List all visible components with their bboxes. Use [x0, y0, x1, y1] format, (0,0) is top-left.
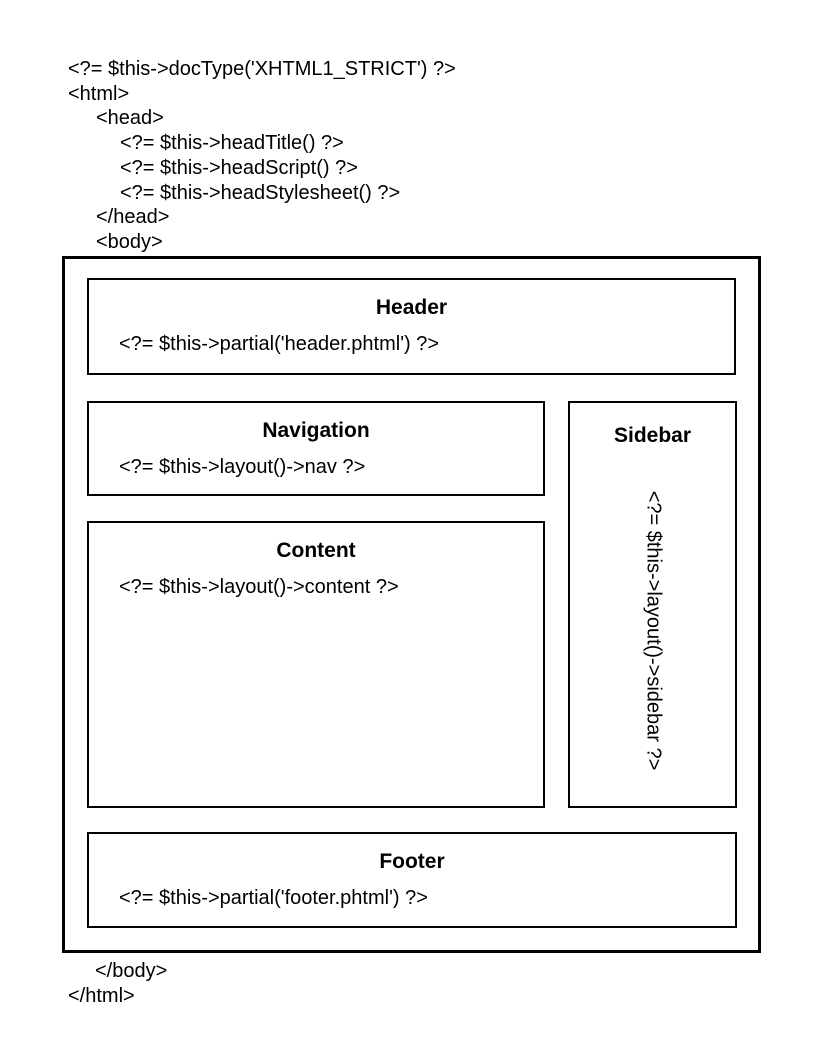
code-line-head-stylesheet: <?= $this->headStylesheet() ?>: [120, 181, 401, 204]
header-section-title: Header: [375, 296, 448, 319]
sidebar-section-code: <?= $this->layout()->sidebar ?>: [642, 490, 665, 771]
content-section-box: Content <?= $this->layout()->content ?>: [87, 521, 545, 808]
sidebar-vertical-text-area: <?= $this->layout()->sidebar ?>: [570, 455, 735, 806]
source-code-foot-block: </body> </html>: [68, 959, 167, 1008]
sidebar-section-box: Sidebar <?= $this->layout()->sidebar ?>: [568, 401, 737, 808]
header-section-box: Header <?= $this->partial('header.phtml'…: [87, 278, 736, 375]
code-line-head-script: <?= $this->headScript() ?>: [120, 156, 358, 179]
code-line-head-title: <?= $this->headTitle() ?>: [120, 132, 344, 155]
content-section-code: <?= $this->layout()->content ?>: [119, 576, 399, 598]
code-line-doctype: <?= $this->docType('XHTML1_STRICT') ?>: [68, 58, 456, 80]
navigation-section-title: Navigation: [262, 419, 370, 442]
sidebar-section-title: Sidebar: [613, 424, 692, 447]
header-section-code: <?= $this->partial('header.phtml') ?>: [119, 333, 440, 355]
footer-section-title: Footer: [379, 850, 445, 873]
layout-body-outline-box: Header <?= $this->partial('header.phtml'…: [62, 256, 761, 953]
footer-section-box: Footer <?= $this->partial('footer.phtml'…: [87, 832, 737, 928]
code-line-body-open: <body>: [96, 230, 163, 253]
source-code-head-block: <?= $this->docType('XHTML1_STRICT') ?> <…: [68, 57, 456, 255]
code-line-body-close: </body>: [95, 960, 168, 982]
content-section-title: Content: [276, 539, 356, 562]
navigation-section-box: Navigation <?= $this->layout()->nav ?>: [87, 401, 545, 496]
code-line-html-open: <html>: [68, 82, 130, 105]
footer-section-code: <?= $this->partial('footer.phtml') ?>: [119, 887, 428, 909]
navigation-section-code: <?= $this->layout()->nav ?>: [119, 456, 366, 478]
code-line-head-close: </head>: [96, 206, 170, 229]
code-line-head-open: <head>: [96, 107, 164, 130]
code-line-html-close: </html>: [68, 984, 135, 1007]
